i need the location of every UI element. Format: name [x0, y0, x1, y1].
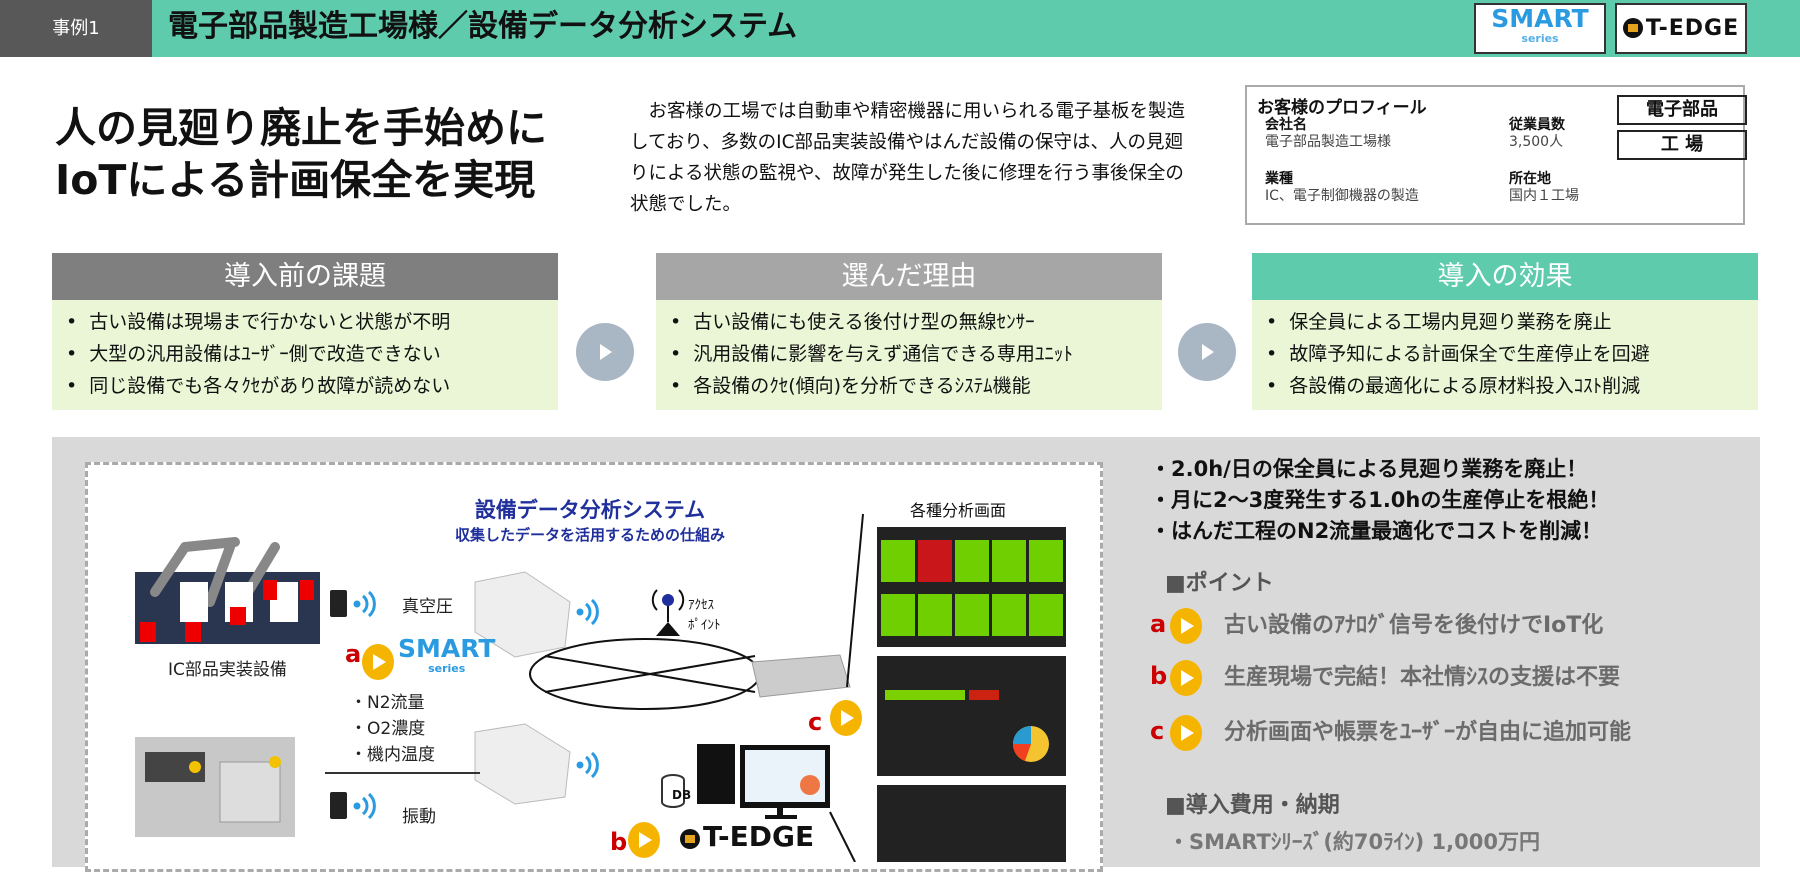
- sensor-icon: [330, 590, 347, 819]
- ic-mounting-robot-image: [135, 537, 320, 644]
- list-item: 古い設備にも使える後付け型の無線ｾﾝｻｰ: [670, 306, 1162, 338]
- headline: 人の見廻り廃止を手始めに IoTによる計画保全を実現: [55, 102, 547, 206]
- play-icon: [362, 644, 394, 680]
- diagram-title: 設備データ分析システム: [474, 498, 706, 522]
- edge-gateway-image: [751, 654, 851, 698]
- column-reasons: 選んだ理由 古い設備にも使える後付け型の無線ｾﾝｻｰ汎用設備に影響を与えず通信で…: [656, 253, 1162, 410]
- profile-tag-electronics: 電子部品: [1617, 95, 1747, 125]
- dashboard-tile: [992, 594, 1026, 636]
- dashboard-tile: [918, 594, 952, 636]
- list-item: 同じ設備でも各々ｸｾがあり故障が読めない: [66, 370, 558, 402]
- play-icon: [1170, 660, 1202, 696]
- play-icon: [1170, 715, 1202, 751]
- result-line: ・2.0h/日の保全員による見廻り業務を廃止！: [1150, 457, 1588, 481]
- pc-monitor-icon: [697, 744, 830, 819]
- dashboard-tile: [992, 540, 1026, 582]
- profile-tag-factory: 工 場: [1617, 130, 1747, 160]
- tedge-label: T-EDGE: [680, 820, 814, 853]
- sensor-label-vacuum: 真空圧: [402, 597, 453, 617]
- result-line: ・はんだ工程のN2流量最適化でコストを削減！: [1150, 519, 1603, 543]
- dashboard-tile: [955, 540, 989, 582]
- dashboard-tiles: [881, 540, 1063, 636]
- column-title: 選んだ理由: [656, 253, 1162, 300]
- column-before-issues: 導入前の課題 古い設備は現場まで行かないと状態が不明大型の汎用設備はﾕｰｻﾞｰ側…: [52, 253, 558, 410]
- smart-series-logo: SMART series: [1474, 3, 1606, 54]
- diagram-graphics: [135, 513, 1066, 862]
- intro-paragraph: お客様の工場では自動車や精密機器に用いられる電子基板を製造しており、多数のIC部…: [630, 101, 1186, 215]
- list-item: 故障予知による計画保全で生産停止を回避: [1266, 338, 1758, 370]
- column-effects: 導入の効果 保全員による工場内見廻り業務を廃止故障予知による計画保全で生産停止を…: [1252, 253, 1758, 410]
- measurement-list: ・N2流量・O2濃度・機内温度: [350, 693, 435, 765]
- tedge-logo-text: T-EDGE: [1645, 16, 1740, 41]
- cost-heading: ■導入費用・納期: [1165, 793, 1340, 818]
- play-icon: [628, 822, 660, 858]
- list-item: 保全員による工場内見廻り業務を廃止: [1266, 306, 1758, 338]
- column-title: 導入の効果: [1252, 253, 1758, 300]
- column-title: 導入前の課題: [52, 253, 558, 300]
- list-item: 大型の汎用設備はﾕｰｻﾞｰ側で改造できない: [66, 338, 558, 370]
- tedge-wave-icon: [1622, 18, 1643, 38]
- db-label: DB: [672, 788, 692, 802]
- page-title: 電子部品製造工場様／設備データ分析システム: [168, 9, 798, 44]
- diagram-subtitle: 収集したデータを活用するための仕組み: [454, 526, 725, 544]
- cost-item: ・SMARTｼﾘｰｽﾞ(約70ﾗｲﾝ) 1,000万円: [1168, 830, 1540, 854]
- profile-heading: お客様のプロフィール: [1257, 98, 1427, 118]
- profile-field-location: 所在地国内１工場: [1509, 171, 1579, 204]
- play-icon: [1170, 608, 1202, 644]
- network-ellipse: [529, 638, 761, 710]
- soldering-machine-image: [135, 737, 295, 837]
- dashboard-tile: [1029, 594, 1063, 636]
- list-item: 各設備のｸｾ(傾向)を分析できるｼｽﾃﾑ機能: [670, 370, 1162, 402]
- tedge-logo: T-EDGE: [1615, 3, 1747, 54]
- smart-logo-text: SMART: [1491, 4, 1589, 33]
- dashboard-tile: [1029, 540, 1063, 582]
- screens-label: 各種分析画面: [910, 501, 1007, 520]
- dashboard-tile: [881, 594, 915, 636]
- list-item: 各設備の最適化による原材料投入ｺｽﾄ削減: [1266, 370, 1758, 402]
- access-point-label: ｱｸｾｽﾎﾟｲﾝﾄ: [688, 598, 721, 633]
- database-icon: [661, 774, 685, 808]
- wireless-icon: [353, 590, 599, 820]
- next-arrow-icon: [576, 323, 634, 381]
- equipment-label-ic: IC部品実装設備: [168, 660, 287, 680]
- points-heading: ■ポイント: [1165, 571, 1274, 596]
- result-line: ・月に2～3度発生する1.0hの生産停止を根絶！: [1150, 488, 1610, 512]
- tedge-wave-icon: [680, 829, 700, 849]
- next-arrow-icon: [1178, 323, 1236, 381]
- sensor-label-vibration: 振動: [402, 807, 436, 827]
- marker-a: a: [345, 640, 362, 668]
- list-item: 古い設備は現場まで行かないと状態が不明: [66, 306, 558, 338]
- smart-logo-sub: series: [1521, 32, 1559, 45]
- dashboard-tile: [918, 540, 952, 582]
- headline-line-1: 人の見廻り廃止を手始めに: [55, 104, 547, 152]
- access-point-icon: [651, 589, 685, 636]
- marker-b: b: [610, 828, 628, 856]
- dashboard-tile: [881, 540, 915, 582]
- profile-field-company: 会社名電子部品製造工場様: [1265, 117, 1391, 150]
- case-label: 事例1: [0, 0, 152, 57]
- dashboard-tile: [955, 594, 989, 636]
- headline-line-2: IoTによる計画保全を実現: [55, 156, 536, 204]
- play-icon: [830, 700, 862, 736]
- smart-unit-device-image: [474, 571, 571, 805]
- marker-c: c: [808, 708, 823, 736]
- analysis-screens: [877, 527, 1066, 862]
- list-item: 汎用設備に影響を与えず通信できる専用ﾕﾆｯﾄ: [670, 338, 1162, 370]
